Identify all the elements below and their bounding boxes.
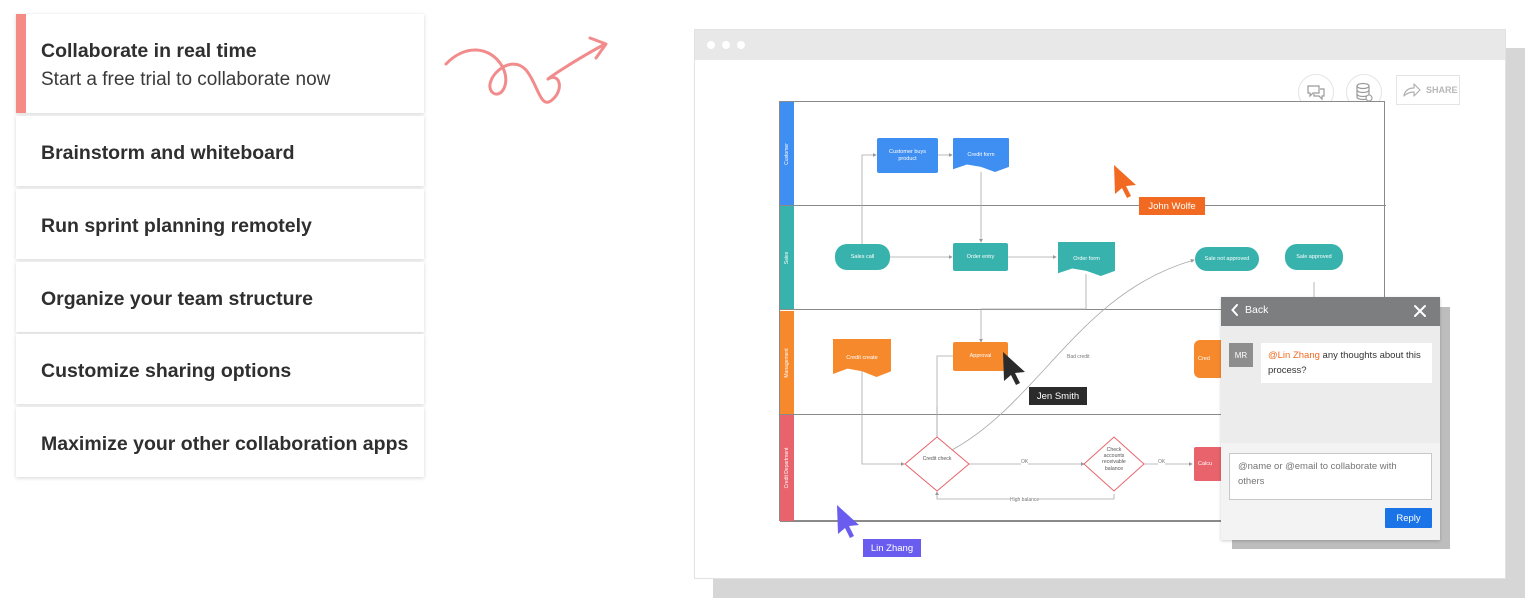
- panel-header: Back: [1221, 297, 1440, 326]
- feature-item-sharing-options[interactable]: Customize sharing options: [16, 334, 424, 404]
- lane-customer: Customer: [780, 102, 1386, 206]
- edge-label-bad-credit: Bad credit: [1067, 354, 1090, 360]
- share-arrow-icon: [1403, 83, 1421, 97]
- node-credit-check[interactable]: Credit check: [922, 456, 952, 462]
- lane-label: Credit Department: [780, 415, 794, 521]
- active-accent-bar: [16, 14, 26, 113]
- node-approval[interactable]: Approval: [953, 342, 1008, 371]
- comments-icon: [1307, 85, 1325, 101]
- feature-subtitle: Start a free trial to collaborate now: [41, 69, 331, 90]
- chevron-left-icon: [1231, 304, 1238, 316]
- close-icon[interactable]: [1412, 303, 1428, 319]
- lane-label: Sales: [780, 206, 794, 309]
- node-sale-not-approved[interactable]: Sale not approved: [1195, 247, 1259, 271]
- mention-link[interactable]: @Lin Zhang: [1268, 350, 1320, 361]
- feature-item-brainstorm[interactable]: Brainstorm and whiteboard: [16, 116, 424, 186]
- cursor-tag-jen-smith: Jen Smith: [1029, 387, 1087, 405]
- reply-input[interactable]: [1229, 453, 1432, 500]
- share-label: SHARE: [1426, 85, 1458, 95]
- cursor-arrow-icon: [837, 505, 859, 538]
- feature-item-collaborate[interactable]: Collaborate in real time Start a free tr…: [16, 14, 424, 113]
- node-customer-buys[interactable]: Customer buys product: [877, 138, 938, 173]
- node-calc-partial[interactable]: Calcu: [1194, 447, 1222, 481]
- reply-button[interactable]: Reply: [1385, 508, 1432, 528]
- lane-sales: Sales: [780, 206, 1386, 310]
- feature-item-sprint-planning[interactable]: Run sprint planning remotely: [16, 189, 424, 259]
- node-check-accounts[interactable]: Check accounts receivable balance: [1102, 447, 1126, 472]
- edge-label-ok: OK: [1158, 459, 1166, 465]
- edge-label-high-balance: High balance: [1010, 497, 1040, 503]
- feature-title: Brainstorm and whiteboard: [41, 142, 295, 164]
- node-order-entry[interactable]: Order entry: [953, 243, 1008, 271]
- feature-title: Maximize your other collaboration apps: [41, 433, 409, 455]
- curly-arrow-icon: [444, 36, 608, 104]
- feature-item-team-structure[interactable]: Organize your team structure: [16, 262, 424, 332]
- feature-title: Collaborate in real time: [41, 40, 257, 62]
- window-dot: [707, 41, 715, 49]
- comment-bubble: @Lin Zhang any thoughts about this proce…: [1261, 343, 1432, 383]
- swimlane-diagram[interactable]: Customer Sales Management Credit Departm…: [779, 101, 1386, 522]
- cursor-tag-lin-zhang: Lin Zhang: [863, 539, 921, 557]
- lane-label: Customer: [780, 102, 794, 205]
- cursor-arrow-icon: [1003, 352, 1025, 385]
- feature-title: Organize your team structure: [41, 288, 313, 310]
- cursor-tag-john-wolfe: John Wolfe: [1139, 197, 1205, 215]
- share-button[interactable]: SHARE: [1396, 75, 1460, 105]
- window-titlebar: [695, 30, 1505, 60]
- feature-item-collaboration-apps[interactable]: Maximize your other collaboration apps: [16, 407, 424, 477]
- comment-panel: Back MR @Lin Zhang any thoughts about th…: [1221, 297, 1440, 540]
- lane-credit-department: Credit Department: [780, 415, 1386, 522]
- window-dot: [737, 41, 745, 49]
- lane-label: Management: [780, 311, 794, 414]
- back-label: Back: [1245, 304, 1269, 316]
- edge-label-ok: OK: [1021, 459, 1029, 465]
- node-sales-call[interactable]: Sales call: [835, 244, 890, 270]
- feature-title: Run sprint planning remotely: [41, 215, 312, 237]
- node-credit-partial[interactable]: Cred: [1194, 340, 1222, 378]
- lane-management: Management: [780, 311, 1386, 415]
- avatar: MR: [1229, 343, 1253, 367]
- back-button[interactable]: Back: [1231, 304, 1268, 316]
- window-dot: [722, 41, 730, 49]
- node-order-form[interactable]: Order form: [1058, 242, 1115, 276]
- cursor-arrow-icon: [1114, 165, 1136, 198]
- feature-title: Customize sharing options: [41, 360, 292, 382]
- database-icon: [1356, 82, 1373, 102]
- node-sale-approved[interactable]: Sale approved: [1285, 244, 1343, 270]
- comment-text: any thoughts about this process?: [1268, 350, 1421, 376]
